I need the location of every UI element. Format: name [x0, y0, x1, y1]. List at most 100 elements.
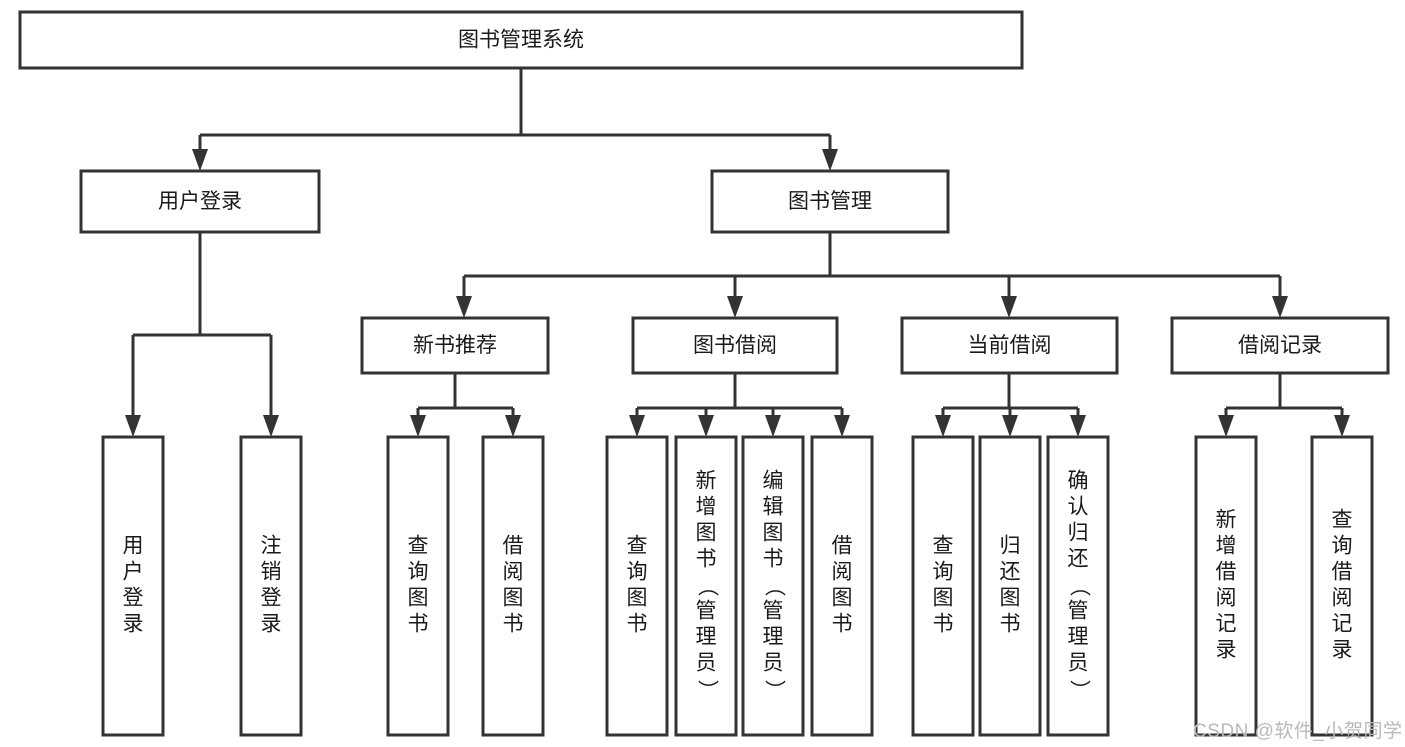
leaf-label-char: 书 [696, 548, 717, 571]
level3-label: 新书推荐 [413, 334, 497, 357]
arrow-head-icon [1272, 296, 1288, 318]
level2-node[interactable]: 图书管理 [710, 169, 950, 234]
leaf-label-char: 辑 [763, 496, 784, 519]
leaf-label-char: 询 [408, 561, 429, 584]
leaf-label-char: 书 [933, 613, 954, 636]
leaf-label-char: 图 [408, 587, 429, 610]
leaf-box[interactable] [1194, 435, 1258, 737]
leaf-label-char: 查 [627, 535, 648, 558]
arrow-head-icon [727, 296, 743, 318]
leaf-label-char: 阅 [503, 561, 524, 584]
arrow-head-icon [1218, 415, 1234, 437]
leaf-box[interactable] [481, 435, 545, 737]
level3-box[interactable] [631, 316, 839, 375]
leaf-label-char: 图 [1000, 587, 1021, 610]
leaf-label-char: 书 [503, 613, 524, 636]
leaf-label-char: ） [695, 680, 718, 701]
leaf-label-char: 书 [832, 613, 853, 636]
leaf-label-char: 管 [1068, 600, 1089, 623]
level3-node[interactable]: 当前借阅 [900, 316, 1119, 375]
watermark-text: CSDN @软件_小贺同学 [1193, 721, 1403, 742]
leaf-box[interactable] [605, 435, 669, 737]
level3-box[interactable] [1170, 316, 1390, 375]
level3-node[interactable]: 图书借阅 [631, 316, 839, 375]
leaf-box[interactable] [101, 435, 165, 737]
leaf-label-char: 阅 [832, 561, 853, 584]
root-label: 图书管理系统 [458, 29, 584, 52]
arrow-head-icon [935, 415, 951, 437]
leaf-label-char: 管 [763, 600, 784, 623]
leaf-label-char: 询 [627, 561, 648, 584]
connector-book-borrow-to-leaves [629, 373, 850, 437]
leaf-label-char: 阅 [1332, 587, 1353, 610]
nodes-layer: 图书管理系统用户登录图书管理新书推荐图书借阅当前借阅借阅记录用户登录注销登录查询… [18, 10, 1390, 737]
leaf-box[interactable] [1046, 435, 1110, 737]
leaf-label-char: 新 [1216, 509, 1237, 532]
leaf-label-char: 记 [1216, 613, 1237, 636]
level3-box[interactable] [360, 316, 550, 375]
level2-label: 图书管理 [788, 190, 872, 213]
leaf-label-char: ） [762, 680, 785, 701]
arrow-head-icon [456, 296, 472, 318]
leaf-label-char: 图 [933, 587, 954, 610]
leaf-label-char: 借 [1216, 561, 1237, 584]
leaf-label-char: 录 [1216, 639, 1237, 662]
leaf-label-char: 借 [503, 535, 524, 558]
leaf-box[interactable] [386, 435, 450, 737]
arrow-head-icon [1070, 415, 1086, 437]
leaf-label-char: 理 [763, 626, 784, 649]
leaf-box[interactable] [674, 435, 738, 737]
leaf-label-char: 员 [1068, 652, 1089, 675]
level2-box[interactable] [710, 169, 950, 234]
level3-label: 当前借阅 [968, 334, 1052, 357]
level2-box[interactable] [79, 169, 321, 234]
leaf-box[interactable] [1310, 435, 1374, 737]
leaf-label-char: 阅 [1216, 587, 1237, 610]
leaf-box[interactable] [911, 435, 975, 737]
root-node[interactable]: 图书管理系统 [18, 10, 1024, 70]
leaf-label-char: 借 [832, 535, 853, 558]
leaf-node[interactable]: 用户登录 [101, 435, 165, 737]
arrow-head-icon [698, 415, 714, 437]
leaf-label-char: 录 [1332, 639, 1353, 662]
leaf-label-char: 书 [627, 613, 648, 636]
leaf-label-char: 图 [627, 587, 648, 610]
level3-node[interactable]: 新书推荐 [360, 316, 550, 375]
arrow-head-icon [192, 149, 208, 171]
leaf-box[interactable] [978, 435, 1042, 737]
level2-node[interactable]: 用户登录 [79, 169, 321, 234]
leaf-box[interactable] [810, 435, 874, 737]
leaf-label-char: 图 [503, 587, 524, 610]
root-box[interactable] [18, 10, 1024, 70]
level3-node[interactable]: 借阅记录 [1170, 316, 1390, 375]
leaf-label-char: 认 [1068, 496, 1089, 519]
leaf-label-char: 确 [1068, 470, 1089, 493]
leaf-box[interactable] [741, 435, 805, 737]
connector-current-borrow-to-leaves [935, 373, 1086, 437]
leaf-label-char: （ [762, 576, 785, 597]
connector-book-management-to-level3 [456, 232, 1288, 318]
leaf-box[interactable] [239, 435, 303, 737]
leaf-label-char: 登 [261, 587, 282, 610]
level3-box[interactable] [900, 316, 1119, 375]
leaf-label-char: （ [1067, 576, 1090, 597]
connector-borrow-record-to-leaves [1218, 373, 1350, 437]
arrow-head-icon [629, 415, 645, 437]
connector-user-login-to-leaves [125, 232, 279, 437]
leaf-label-char: 书 [763, 548, 784, 571]
leaf-label-char: 增 [1216, 535, 1237, 558]
